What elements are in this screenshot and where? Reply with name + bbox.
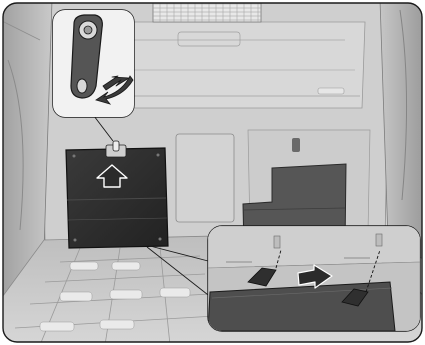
partition-panel <box>66 148 168 248</box>
latch-detail-callout <box>53 10 134 117</box>
wall-hatch-panel <box>176 134 234 222</box>
hook-detail-callout <box>208 226 420 331</box>
bulkhead-upper-panel <box>95 22 365 108</box>
